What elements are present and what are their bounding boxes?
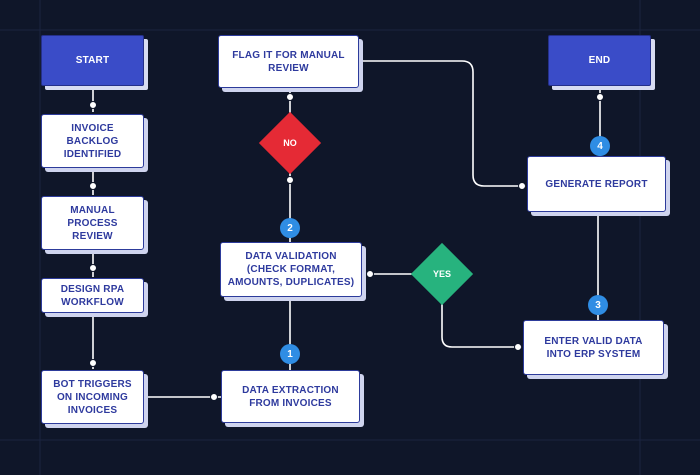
step-badge-3: 3 (588, 295, 608, 315)
connector-dot (518, 182, 526, 190)
data-validation-node: DATA VALIDATION (CHECK FORMAT, AMOUNTS, … (220, 242, 362, 297)
connector-dot (89, 264, 97, 272)
data-extraction-node: DATA EXTRACTION FROM INVOICES (221, 370, 360, 423)
connector-dot (514, 343, 522, 351)
yes-decision-label: YES (432, 269, 451, 279)
design-rpa-workflow-node: DESIGN RPA WORKFLOW (41, 278, 144, 313)
step-badge-1: 1 (280, 344, 300, 364)
edge-flag-to-report (359, 60, 526, 187)
connector-dot (89, 182, 97, 190)
edge-yes-to-enter-data (441, 296, 522, 348)
bot-triggers-node: BOT TRIGGERS ON INCOMING INVOICES (41, 370, 144, 424)
connector-dot (210, 393, 218, 401)
connector-dot (596, 93, 604, 101)
step-badge-2: 2 (280, 218, 300, 238)
enter-valid-data-node: ENTER VALID DATA INTO ERP SYSTEM (523, 320, 664, 375)
no-decision-label: NO (283, 138, 297, 148)
step-badge-4: 4 (590, 136, 610, 156)
manual-process-review-node: MANUAL PROCESS REVIEW (41, 196, 144, 250)
connector-dot (89, 359, 97, 367)
connector-dot (366, 270, 374, 278)
connector-dot (286, 93, 294, 101)
connector-dot (89, 101, 97, 109)
flag-manual-review-node: FLAG IT FOR MANUAL REVIEW (218, 35, 359, 88)
end-node: END (548, 35, 651, 86)
invoice-backlog-node: INVOICE BACKLOG IDENTIFIED (41, 114, 144, 168)
start-node: START (41, 35, 144, 86)
connector-dot (286, 176, 294, 184)
generate-report-node: GENERATE REPORT (527, 156, 666, 212)
